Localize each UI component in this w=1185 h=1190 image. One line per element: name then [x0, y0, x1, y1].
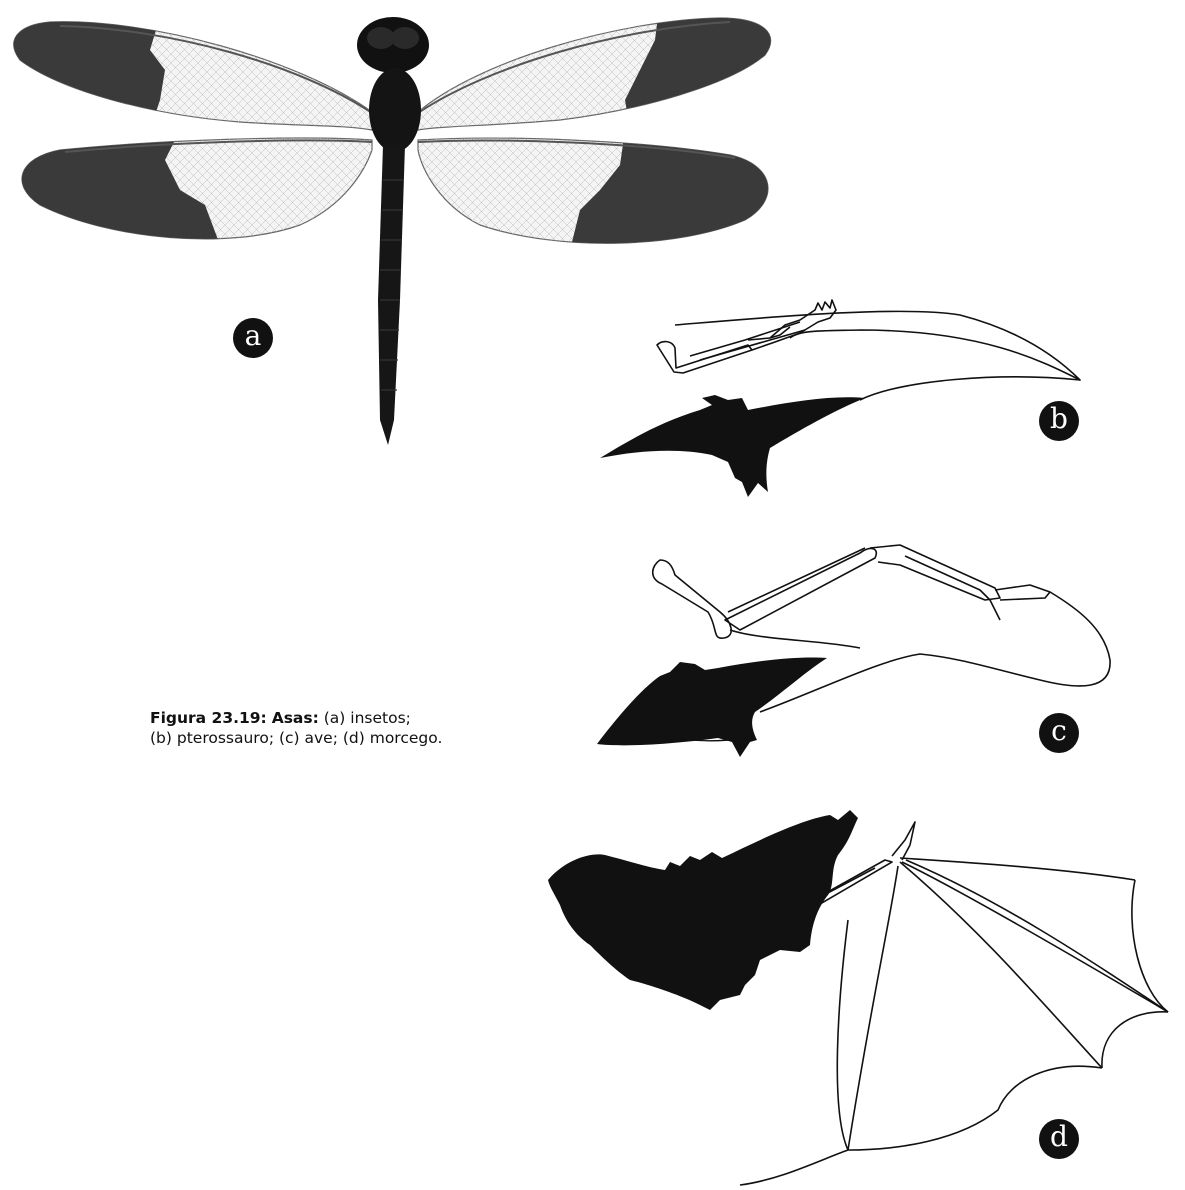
dragonfly-body — [357, 17, 429, 445]
figure-caption: Figura 23.19: Asas: (a) insetos; (b) pte… — [150, 708, 480, 748]
bat-silhouette — [548, 810, 858, 1010]
caption-line2: (b) pterossauro; (c) ave; (d) morcego. — [150, 729, 442, 747]
pterosaur-silhouette — [600, 395, 865, 497]
dragonfly-forewing-left — [0, 0, 400, 140]
caption-title: Asas: — [272, 709, 319, 727]
dragonfly-hindwing-left — [0, 130, 400, 260]
dragonfly-hindwing-right — [400, 130, 800, 260]
pterosaur-wing-skeleton — [657, 300, 1080, 400]
label-c: c — [1039, 713, 1079, 753]
pterosaur-illustration — [600, 300, 1080, 497]
dragonfly-illustration — [0, 0, 800, 445]
label-a: a — [233, 318, 273, 358]
caption-line1: (a) insetos; — [324, 709, 411, 727]
label-d: d — [1039, 1119, 1079, 1159]
bird-illustration — [597, 545, 1110, 757]
dragonfly-forewing-right — [400, 0, 800, 140]
bird-silhouette — [597, 657, 827, 757]
caption-figure-number: Figura 23.19: — [150, 709, 267, 727]
label-b: b — [1039, 401, 1079, 441]
